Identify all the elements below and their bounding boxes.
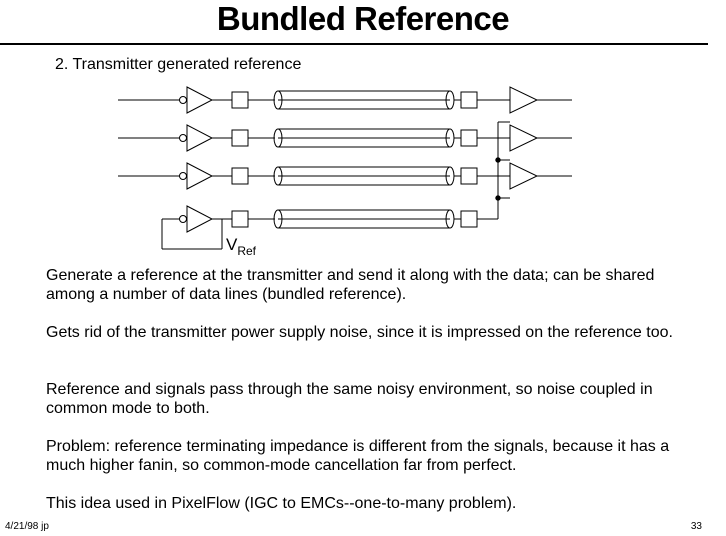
paragraph-4: Problem: reference terminating impedance… [46,438,670,474]
slide-title: Bundled Reference [216,0,510,37]
paragraph-2: Gets rid of the transmitter power supply… [46,324,673,341]
paragraph-3: Reference and signals pass through the s… [46,381,653,417]
page-number: 33 [690,521,702,532]
vref-label: VRef [226,235,257,258]
reference-line [161,121,510,250]
footer-date: 4/21/98 jp [5,521,49,532]
transmission-line-1 [273,90,455,110]
bundled-reference-diagram: VRef [118,86,572,258]
transmission-line-ref [273,209,455,229]
transmission-line-2 [273,128,455,148]
slide-subtitle: 2. Transmitter generated reference [55,56,302,73]
paragraph-5: This idea used in PixelFlow (IGC to EMCs… [46,495,517,512]
data-line-1 [118,86,572,114]
transmission-line-3 [273,166,455,186]
data-line-2 [118,124,572,152]
data-line-3 [118,162,572,190]
title-divider [0,43,708,45]
paragraph-1: Generate a reference at the transmitter … [46,267,655,303]
